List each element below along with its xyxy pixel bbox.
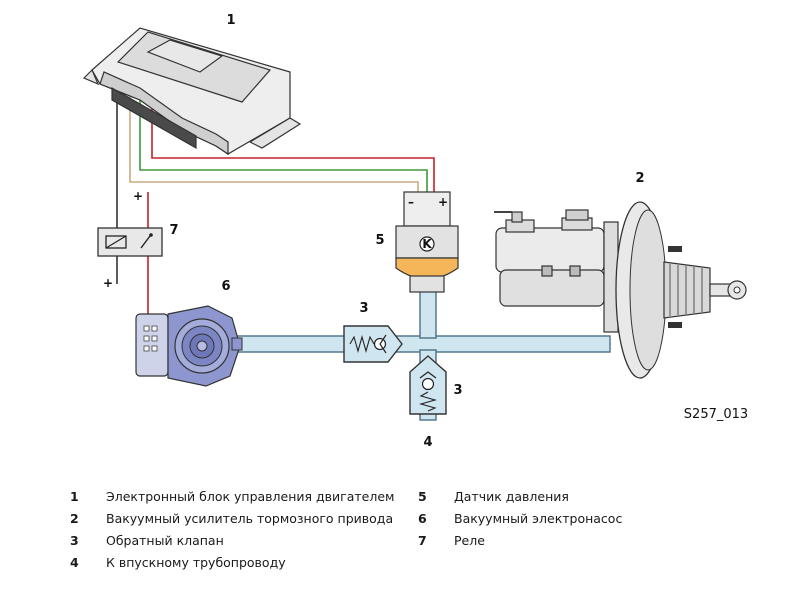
legend-text: Реле xyxy=(454,533,485,548)
vacuum-system-diagram: K 1 2 3 3 4 5 xyxy=(82,13,748,450)
pump-connector-pins xyxy=(143,325,158,352)
callout-2: 2 xyxy=(635,171,644,186)
sensor-symbol-icon xyxy=(419,236,435,252)
legend-right-column: 5 Датчик давления 6 Вакуумный электронас… xyxy=(418,486,622,552)
legend-text: Электронный блок управления двигателем xyxy=(106,489,395,504)
relay-plus-top: + xyxy=(133,189,143,203)
callout-4: 4 xyxy=(423,435,432,450)
legend-item: 5 Датчик давления xyxy=(418,486,622,508)
legend-item: 3 Обратный клапан xyxy=(70,530,394,552)
relay-coil-icon xyxy=(105,235,127,249)
callout-labels: 1 2 3 3 4 5 6 7 + + – + S257_013 xyxy=(103,13,748,450)
legend-text: Обратный клапан xyxy=(106,533,224,548)
legend-left-column: 1 Электронный блок управления двигателем… xyxy=(70,486,394,574)
legend-number: 7 xyxy=(418,533,427,548)
legend-number: 6 xyxy=(418,511,427,526)
legend-number: 2 xyxy=(70,511,79,526)
sensor-minus: – xyxy=(408,195,414,209)
hose-sensor-branch xyxy=(419,289,437,339)
check-valve-horizontal xyxy=(343,325,403,363)
legend-item: 1 Электронный блок управления двигателем xyxy=(70,486,394,508)
callout-3a: 3 xyxy=(359,301,368,316)
legend-item: 6 Вакуумный электронасос xyxy=(418,508,622,530)
legend-number: 1 xyxy=(70,489,79,504)
legend-text: Вакуумный усилитель тормозного привода xyxy=(106,511,394,526)
callout-1: 1 xyxy=(226,13,235,28)
check-valve-vertical xyxy=(409,355,447,415)
master-cylinder xyxy=(494,209,605,307)
callout-3b: 3 xyxy=(453,383,462,398)
legend-number: 5 xyxy=(418,489,427,504)
legend-item: 4 К впускному трубопроводу xyxy=(70,552,394,574)
legend-number: 3 xyxy=(70,533,79,548)
callout-6: 6 xyxy=(221,279,230,294)
engine-control-unit xyxy=(82,27,302,156)
figure-reference: S257_013 xyxy=(684,407,748,422)
callout-5: 5 xyxy=(375,233,384,248)
legend-item: 7 Реле xyxy=(418,530,622,552)
valve-spring-icon xyxy=(349,334,375,354)
callout-7: 7 xyxy=(169,223,178,238)
legend-number: 4 xyxy=(70,555,79,570)
brake-booster xyxy=(494,201,747,379)
legend-text: Датчик давления xyxy=(454,489,569,504)
relay-switch-icon xyxy=(140,235,151,249)
sensor-symbol: K xyxy=(422,237,432,251)
valve-spring-icon xyxy=(418,391,438,412)
relay-plus-bottom: + xyxy=(103,276,113,290)
relay xyxy=(97,227,163,257)
legend-text: К впускному трубопроводу xyxy=(106,555,286,570)
sensor-plus: + xyxy=(438,195,448,209)
legend-item: 2 Вакуумный усилитель тормозного привода xyxy=(70,508,394,530)
legend-text: Вакуумный электронасос xyxy=(454,511,623,526)
electric-vacuum-pump xyxy=(135,305,243,387)
pressure-sensor: K xyxy=(395,191,459,293)
